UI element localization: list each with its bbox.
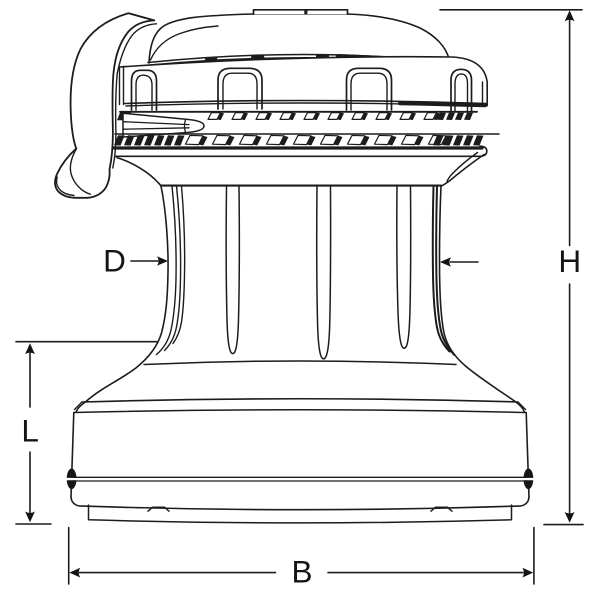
winch-drum [75, 151, 525, 413]
dimension-l-label: L [21, 412, 39, 448]
self-tailing-jaw-body [118, 55, 488, 112]
winch-base [65, 360, 535, 524]
dimension-h-lines [439, 8, 584, 526]
stripper-arm [122, 112, 205, 138]
upper-gripper-ring [117, 110, 478, 121]
dimension-d-label: D [103, 242, 126, 278]
top-cap-rim-slots [205, 54, 329, 61]
base-plate-tabs [147, 506, 453, 512]
dimension-annotations [15, 8, 584, 585]
self-tailing-spring-clips [130, 67, 473, 112]
dimension-d-arrows [130, 256, 479, 267]
drawing-strokes: D H L B [15, 8, 584, 589]
dimension-b-lines [67, 526, 535, 585]
dimension-l-lines [15, 340, 158, 525]
lower-gripper-ring [112, 133, 500, 158]
dimension-h-label: H [558, 243, 581, 279]
top-cap-notch [304, 9, 308, 15]
feeder-arm [54, 12, 158, 199]
dimension-b-label: B [291, 553, 312, 589]
